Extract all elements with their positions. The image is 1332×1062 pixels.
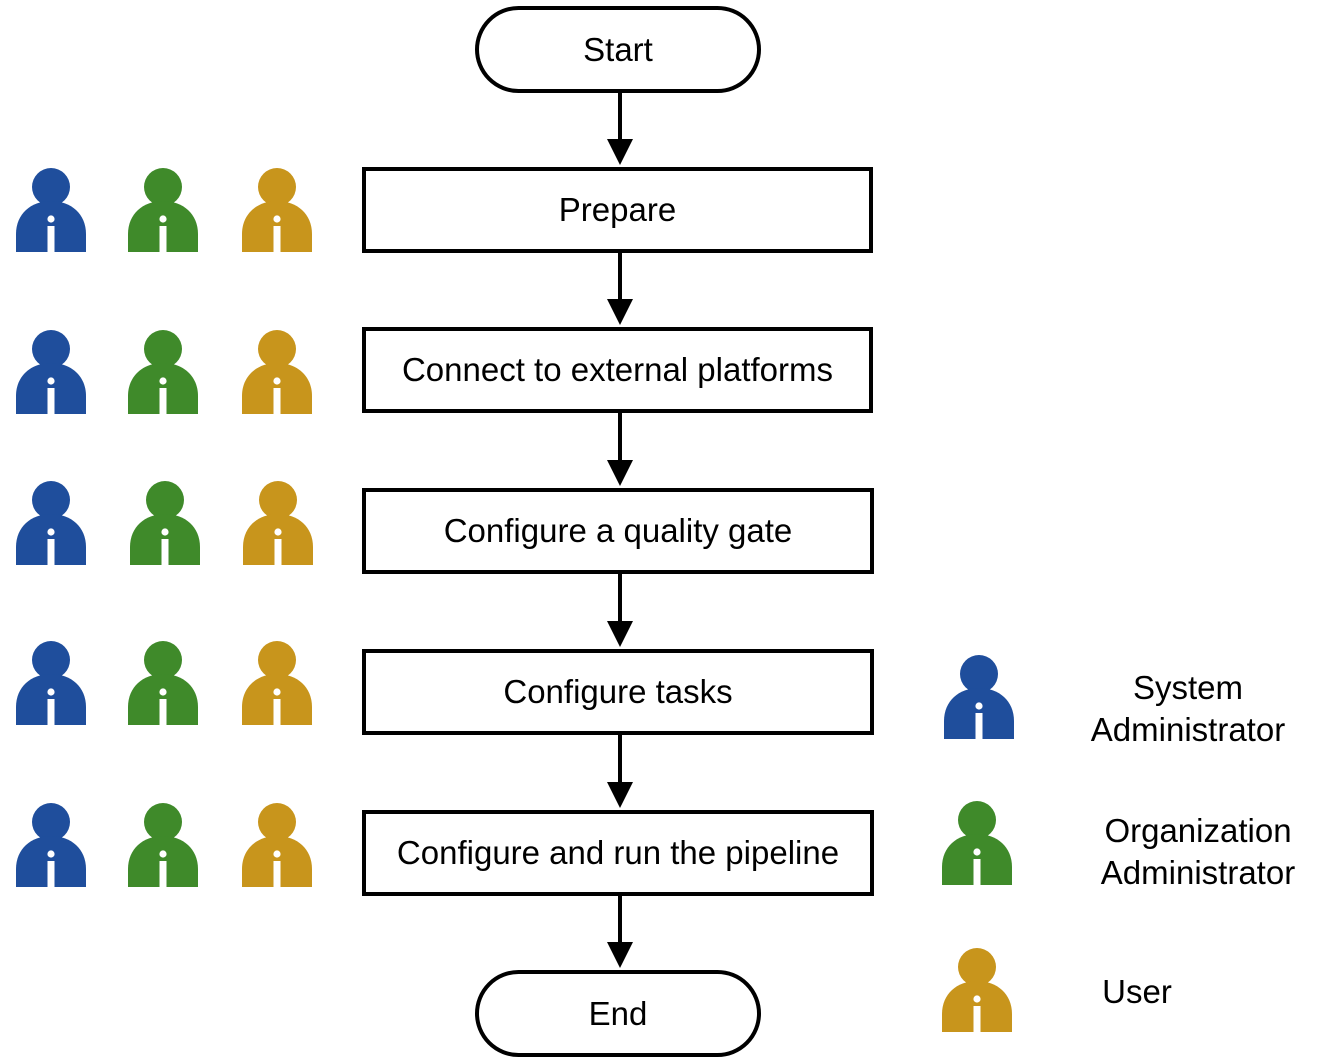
system-administrator-icon — [16, 481, 86, 565]
legend-label-line: Organization — [1104, 812, 1292, 849]
user-icon — [242, 641, 312, 725]
system-administrator-icon — [16, 803, 86, 887]
step-label: Connect to external platforms — [401, 351, 834, 388]
user-icon — [243, 481, 313, 565]
user-icon — [242, 803, 312, 887]
arrow-connector — [607, 574, 633, 647]
arrow-connector — [607, 896, 633, 968]
organization-administrator-icon — [128, 168, 198, 252]
step-prepare: Prepare — [362, 167, 873, 253]
user-icon — [242, 330, 312, 414]
arrow-connector — [607, 413, 633, 486]
start-node: Start — [475, 6, 761, 93]
step-label: Configure tasks — [503, 673, 733, 710]
legend-label-line: Administrator — [1090, 711, 1286, 748]
legend-label-line: System — [1132, 669, 1244, 706]
legend-label-line: Administrator — [1100, 854, 1296, 891]
end-node: End — [475, 970, 761, 1057]
organization-administrator-icon — [942, 801, 1012, 885]
step-configure-tasks: Configure tasks — [362, 649, 874, 735]
arrow-connector — [607, 93, 633, 165]
end-label: End — [588, 994, 648, 1032]
legend-label-line: User — [1102, 973, 1172, 1010]
system-administrator-icon — [16, 330, 86, 414]
legend-label-system-administrator: System Administrator — [1068, 667, 1308, 751]
step-configure-run-pipeline: Configure and run the pipeline — [362, 810, 874, 896]
start-label: Start — [583, 30, 653, 68]
system-administrator-icon — [16, 641, 86, 725]
organization-administrator-icon — [128, 803, 198, 887]
arrow-connector — [607, 735, 633, 808]
legend-label-organization-administrator: Organization Administrator — [1078, 810, 1318, 894]
system-administrator-icon — [16, 168, 86, 252]
legend-label-user: User — [1017, 971, 1257, 1013]
step-label: Configure a quality gate — [443, 512, 793, 549]
step-configure-quality-gate: Configure a quality gate — [362, 488, 874, 574]
organization-administrator-icon — [128, 641, 198, 725]
system-administrator-icon — [944, 655, 1014, 739]
step-label: Prepare — [558, 191, 677, 228]
organization-administrator-icon — [130, 481, 200, 565]
organization-administrator-icon — [128, 330, 198, 414]
user-icon — [942, 948, 1012, 1032]
user-icon — [242, 168, 312, 252]
step-connect-external-platforms: Connect to external platforms — [362, 327, 873, 413]
step-label: Configure and run the pipeline — [396, 834, 840, 871]
arrow-connector — [607, 253, 633, 325]
